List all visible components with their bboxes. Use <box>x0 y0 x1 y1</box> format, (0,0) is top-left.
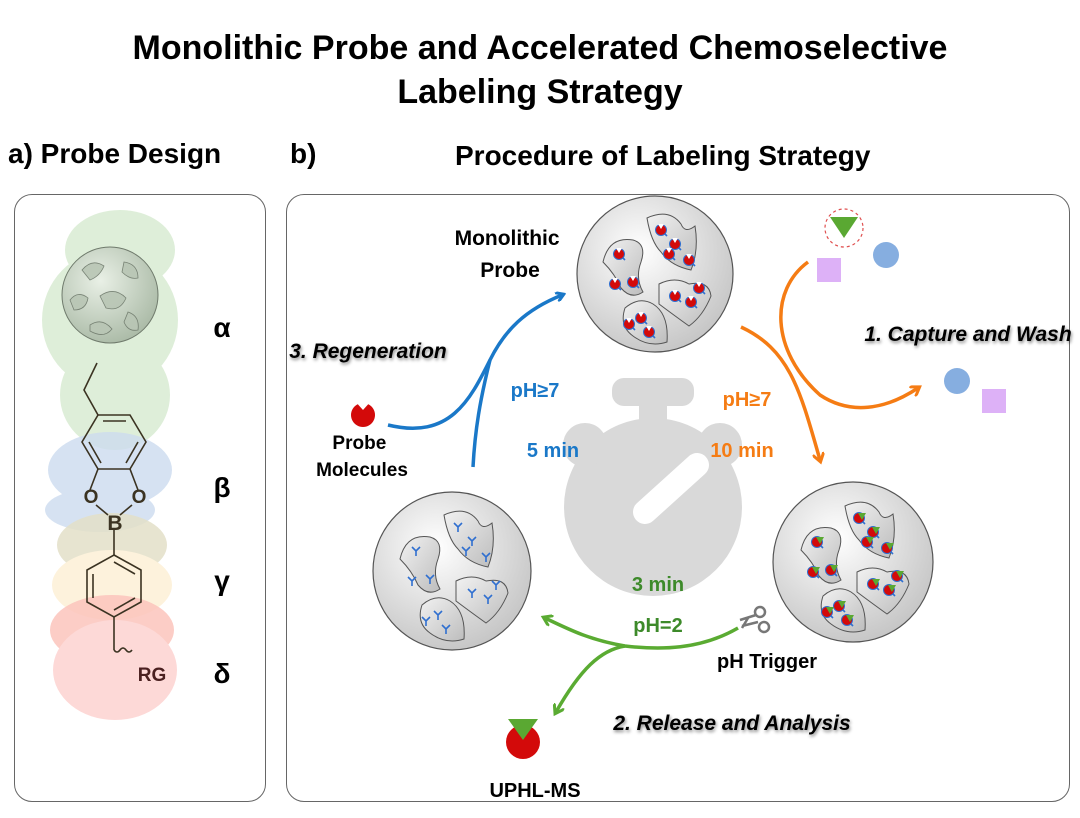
panel-a-label: a) Probe Design <box>8 138 222 169</box>
scissors-icon <box>739 605 771 634</box>
capture-ph: pH≥7 <box>723 389 772 411</box>
panel-b-heading: Procedure of Labeling Strategy <box>455 140 871 171</box>
release-arrow <box>545 618 739 712</box>
probe-molecules-line2: Molecules <box>316 460 408 481</box>
region-beta-label: β <box>213 472 230 503</box>
monolithic-probe-bead <box>576 195 734 353</box>
step-3-regeneration: 3. Regeneration <box>289 340 447 363</box>
atom-o2: O <box>132 487 147 508</box>
figure-title: Monolithic Probe and Accelerated Chemose… <box>0 26 1080 114</box>
region-gamma-label: γ <box>214 565 230 596</box>
impurity-square-icon <box>817 258 841 282</box>
washed-impurities <box>944 368 1006 413</box>
step-2-release-and-analysis: 2. Release and Analysis <box>612 712 850 735</box>
regeneration-time: 5 min <box>527 440 579 462</box>
target-highlight-circle <box>824 208 864 248</box>
figure-title-line2: Labeling Strategy <box>397 73 683 111</box>
region-delta-label: δ <box>214 658 231 689</box>
probe-molecules-label: Probe Molecules <box>316 433 408 481</box>
regenerated-bead <box>372 491 532 651</box>
panel-b-label: b) <box>290 138 317 169</box>
detection-method-label: UPHL-MS <box>489 780 580 802</box>
figure-title-line1: Monolithic Probe and Accelerated Chemose… <box>132 29 948 67</box>
sample-mixture <box>817 208 899 282</box>
probe-molecules-line1: Probe <box>332 433 386 454</box>
region-delta-cloud <box>50 595 177 720</box>
monolithic-probe-label-line1: Monolithic <box>455 227 560 250</box>
release-ph: pH=2 <box>633 615 682 637</box>
ph-trigger-label: pH Trigger <box>717 651 817 673</box>
released-conjugate-icon <box>506 719 540 759</box>
monolithic-probe-label: Monolithic Probe <box>455 227 566 282</box>
captured-bead <box>772 481 934 643</box>
release-time: 3 min <box>632 574 684 596</box>
atom-o1: O <box>84 487 99 508</box>
atom-b: B <box>107 512 122 535</box>
impurity-circle-icon <box>873 242 899 268</box>
monolithic-probe-label-line2: Probe <box>480 259 540 282</box>
target-molecule-icon <box>830 217 858 238</box>
regeneration-arrow <box>387 295 562 468</box>
stopwatch-icon <box>563 378 742 596</box>
capture-arrow <box>740 260 918 460</box>
washed-circle-icon <box>944 368 970 394</box>
probe-molecule-icon <box>351 400 376 428</box>
region-alpha-label: α <box>213 312 230 343</box>
capture-time: 10 min <box>710 440 773 462</box>
regeneration-ph: pH≥7 <box>511 380 560 402</box>
step-1-capture-and-wash: 1. Capture and Wash <box>864 323 1071 346</box>
probe-structure: O O B RG <box>42 210 178 720</box>
reactive-group-label: RG <box>138 665 167 686</box>
washed-square-icon <box>982 389 1006 413</box>
